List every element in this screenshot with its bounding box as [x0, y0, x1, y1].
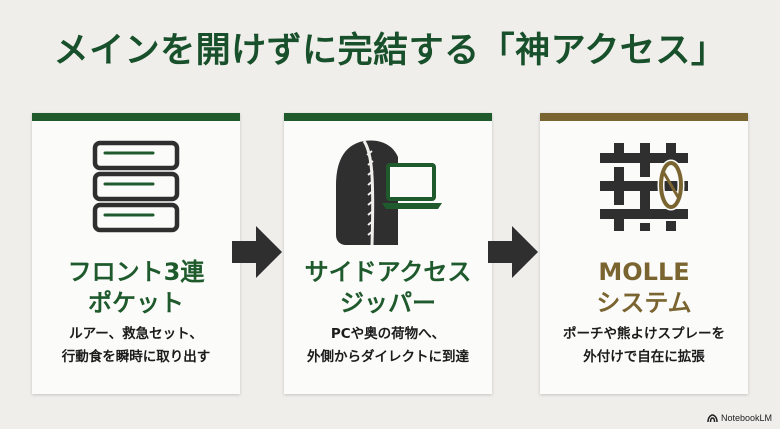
arrow-right-icon: [488, 226, 538, 278]
page-title: メインを開けずに完結する「神アクセス」: [53, 31, 727, 71]
card-desc-line: PCや奥の荷物へ、: [330, 326, 446, 342]
molle-webbing-carabiner-icon: [600, 143, 688, 231]
card-title: フロント3連 ポケット: [32, 257, 240, 319]
card-title: MOLLE システム: [540, 257, 748, 319]
card-title-line: サイドアクセス: [304, 258, 472, 286]
card-accent-bar: [284, 113, 492, 121]
card-title-line: ポケット: [88, 289, 184, 317]
stacked-pockets-icon: [92, 140, 180, 233]
feature-card-molle-system: MOLLE システム ポーチや熊よけスプレーを 外付けで自在に拡張: [540, 113, 748, 394]
card-title-line: フロント3連: [67, 258, 205, 286]
card-desc-line: ルアー、救急セット、: [69, 326, 203, 342]
card-title-line: システム: [596, 289, 692, 317]
card-accent-bar: [32, 113, 240, 121]
card-description: PCや奥の荷物へ、 外側からダイレクトに到達: [284, 323, 492, 369]
arrow-right-icon: [232, 226, 282, 278]
card-description: ポーチや熊よけスプレーを 外付けで自在に拡張: [540, 323, 748, 369]
card-description: ルアー、救急セット、 行動食を瞬時に取り出す: [32, 323, 240, 369]
card-accent-bar: [540, 113, 748, 121]
feature-card-side-zipper: サイドアクセス ジッパー PCや奥の荷物へ、 外側からダイレクトに到達: [284, 113, 492, 394]
card-desc-line: 外付けで自在に拡張: [583, 349, 705, 365]
notebooklm-logo-icon: [707, 413, 718, 422]
card-desc-line: 行動食を瞬時に取り出す: [61, 349, 211, 365]
card-desc-line: ポーチや熊よけスプレーを: [563, 326, 725, 342]
card-title: サイドアクセス ジッパー: [284, 257, 492, 319]
brand-label: NotebookLM: [720, 413, 772, 423]
backpack-laptop-icon: [336, 140, 442, 246]
feature-card-front-pockets: フロント3連 ポケット ルアー、救急セット、 行動食を瞬時に取り出す: [32, 113, 240, 394]
footer-branding: NotebookLM: [707, 413, 772, 423]
card-desc-line: 外側からダイレクトに到達: [307, 349, 469, 365]
card-title-line: MOLLE: [598, 258, 690, 286]
card-title-line: ジッパー: [340, 289, 436, 317]
